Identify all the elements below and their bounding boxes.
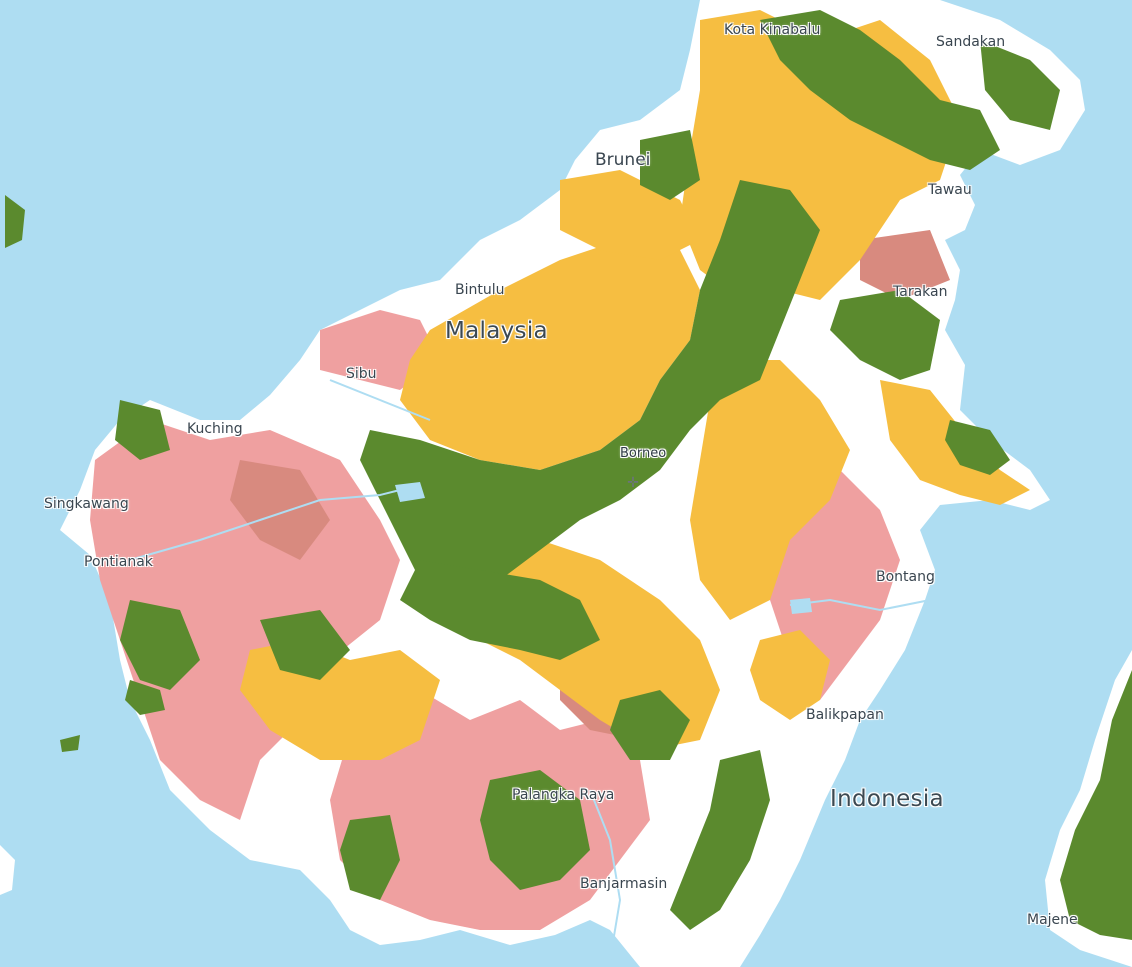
label-borneo[interactable]: Borneo [620, 446, 667, 461]
river-rajang [329, 379, 431, 421]
forest-south-1 [610, 690, 690, 760]
forest-eastcoast [945, 420, 1010, 475]
forest-west-3 [260, 610, 350, 680]
island-southwest [60, 735, 80, 752]
forest-meratus [670, 750, 770, 930]
concession-yellow-east [690, 360, 850, 620]
label-kuching[interactable]: Kuching [187, 421, 243, 437]
label-kota-kinabalu[interactable]: Kota Kinabalu [724, 22, 821, 38]
lake-kapuas [395, 482, 425, 502]
label-sandakan[interactable]: Sandakan [936, 34, 1006, 50]
label-singkawang[interactable]: Singkawang [44, 496, 129, 512]
island-west [5, 195, 25, 248]
label-malaysia[interactable]: Malaysia [445, 318, 548, 344]
label-tarakan[interactable]: Tarakan [893, 284, 948, 300]
concession-yellow-balikpapan [750, 630, 830, 720]
label-majene[interactable]: Majene [1027, 912, 1078, 928]
lake-east [790, 598, 812, 614]
label-bontang[interactable]: Bontang [876, 569, 935, 585]
river-mahakam [789, 598, 931, 612]
forest-palangka [480, 770, 590, 890]
label-pontianak[interactable]: Pontianak [84, 554, 153, 570]
forest-central-south [400, 560, 600, 660]
river-barito [589, 789, 622, 961]
concession-yellow-central [400, 240, 700, 470]
label-indonesia[interactable]: Indonesia [830, 786, 944, 812]
crosshair-icon[interactable]: ✛ [627, 475, 639, 491]
label-balikpapan[interactable]: Balikpapan [806, 707, 884, 723]
label-brunei[interactable]: Brunei [595, 150, 651, 170]
forest-sabah-east [980, 40, 1060, 130]
forest-kalimantan-east [830, 290, 940, 380]
forest-sw-coast [125, 680, 165, 715]
label-tawau[interactable]: Tawau [928, 182, 972, 198]
label-bintulu[interactable]: Bintulu [455, 282, 505, 298]
concession-darkpink-1 [230, 460, 330, 560]
forest-heart-of-borneo [360, 180, 820, 590]
forest-south-2 [340, 815, 400, 900]
concession-darkpink-3 [860, 230, 950, 300]
label-palangka-raya[interactable]: Palangka Raya [512, 787, 615, 803]
forest-sabah [760, 10, 1000, 170]
label-sibu[interactable]: Sibu [346, 366, 377, 382]
forest-west-2 [120, 600, 200, 690]
island-bottom-left [0, 845, 15, 895]
river-kapuas [129, 489, 401, 561]
sulawesi-forest [1060, 670, 1132, 940]
label-banjarmasin[interactable]: Banjarmasin [580, 876, 668, 892]
forest-west-1 [115, 400, 170, 460]
forest-brunei [640, 130, 700, 200]
